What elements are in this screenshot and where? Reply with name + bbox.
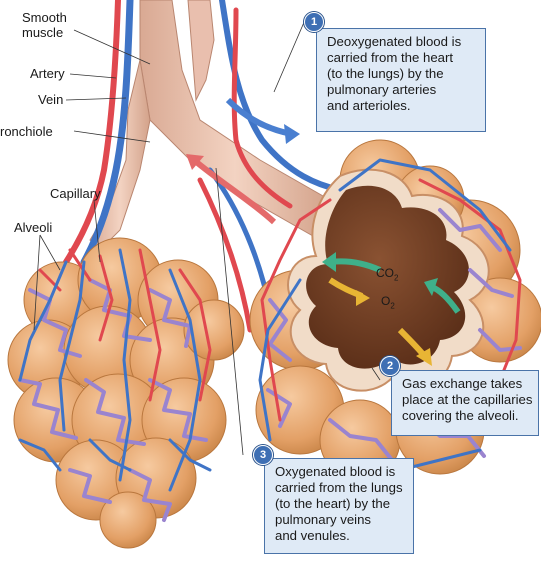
callout2-line: place at the capillaries bbox=[402, 392, 530, 408]
callout2-number-badge: 2 bbox=[380, 356, 400, 376]
artery-label: Artery bbox=[30, 66, 65, 81]
callout1-line: and arterioles. bbox=[327, 98, 477, 114]
smooth-muscle-label-line2: muscle bbox=[22, 25, 63, 40]
callout-oxygenated-blood: Oxygenated blood is carried from the lun… bbox=[264, 458, 414, 554]
callout-deoxygenated-blood: Deoxygenated blood is carried from the h… bbox=[316, 28, 486, 132]
callout1-line: pulmonary arteries bbox=[327, 82, 477, 98]
callout3-line: carried from the lungs bbox=[275, 480, 405, 496]
callout1-line: (to the lungs) by the bbox=[327, 66, 477, 82]
callout2-line: Gas exchange takes bbox=[402, 376, 530, 392]
callout1-line: Deoxygenated blood is bbox=[327, 34, 477, 50]
vein-label: Vein bbox=[38, 92, 63, 107]
callout1-number-badge: 1 bbox=[304, 12, 324, 32]
capillary-label: Capillary bbox=[50, 186, 101, 201]
callout1-line: carried from the heart bbox=[327, 50, 477, 66]
alveoli-label: Alveoli bbox=[14, 220, 52, 235]
o2-label: O2 bbox=[381, 294, 395, 310]
bronchiole-label: ronchiole bbox=[0, 124, 53, 139]
callout3-line: pulmonary veins bbox=[275, 512, 405, 528]
callout3-line: and venules. bbox=[275, 528, 405, 544]
callout3-line: (to the heart) by the bbox=[275, 496, 405, 512]
callout-gas-exchange: Gas exchange takes place at the capillar… bbox=[391, 370, 539, 436]
co2-label: CO2 bbox=[376, 266, 398, 282]
smooth-muscle-label-line1: Smooth bbox=[22, 10, 67, 25]
callout3-line: Oxygenated blood is bbox=[275, 464, 405, 480]
callout3-number-badge: 3 bbox=[253, 445, 273, 465]
callout2-line: covering the alveoli. bbox=[402, 408, 530, 424]
